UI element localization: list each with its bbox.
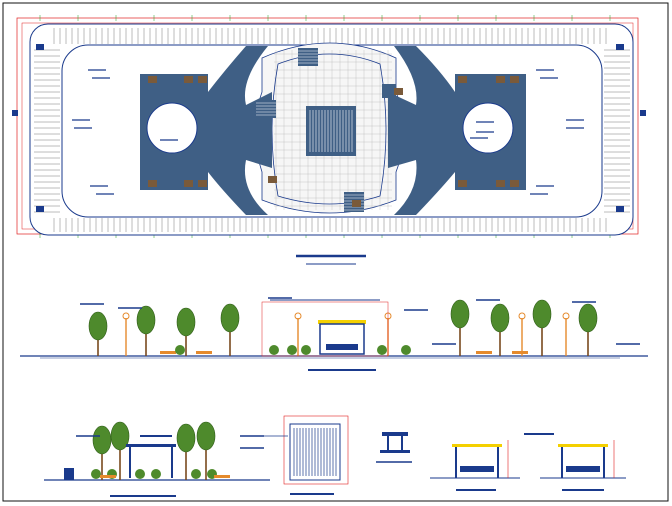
detail-kiosk-elevation-2 xyxy=(524,433,626,491)
tree-foliage xyxy=(176,307,196,337)
plan-annotations xyxy=(72,69,584,207)
planter xyxy=(496,180,505,187)
tree-foliage xyxy=(88,311,108,341)
south-arrow-marker xyxy=(640,110,646,116)
pavilion-base xyxy=(326,344,358,350)
planter xyxy=(394,88,403,95)
section-a-trees xyxy=(80,297,640,356)
section-b-kiosk xyxy=(126,435,176,478)
tree-foliage xyxy=(196,421,216,451)
detail-roof-slats xyxy=(293,428,337,476)
bench xyxy=(196,351,212,354)
tree-foliage xyxy=(490,303,510,333)
detail-kiosk-elevation-1 xyxy=(430,440,520,491)
lamp-head xyxy=(518,312,526,320)
shrub xyxy=(175,345,185,355)
tree-foliage xyxy=(532,299,552,329)
west-paved-zone xyxy=(140,46,268,215)
shrub xyxy=(301,345,311,355)
details xyxy=(242,415,626,495)
shrub xyxy=(151,469,161,479)
shrub xyxy=(269,345,279,355)
shrub xyxy=(377,345,387,355)
plaza-lens xyxy=(271,53,387,205)
kiosk-roof xyxy=(126,444,176,447)
pavilion-body xyxy=(319,323,365,355)
fountain-east xyxy=(462,102,514,154)
planter xyxy=(148,76,157,83)
planter xyxy=(458,76,467,83)
east-paved-zone xyxy=(394,46,526,215)
tree-foliage xyxy=(578,303,598,333)
column-cap xyxy=(382,432,408,436)
lamp-head xyxy=(122,312,130,320)
tree-foliage xyxy=(110,421,130,451)
corner-marker-ne xyxy=(616,44,624,50)
plaza-east-wedge xyxy=(388,92,416,168)
fountain-west xyxy=(146,102,198,154)
kiosk2-roof xyxy=(558,444,608,447)
detail-roof-dim xyxy=(283,415,349,485)
tree-foliage xyxy=(450,299,470,329)
tree-foliage xyxy=(136,305,156,335)
bench xyxy=(214,475,230,478)
detail-column xyxy=(376,432,412,463)
site-plan xyxy=(12,15,646,265)
planter xyxy=(510,76,519,83)
section-a xyxy=(20,297,648,371)
bench xyxy=(512,351,528,354)
planter xyxy=(198,76,207,83)
column-base xyxy=(380,450,410,453)
tree-foliage xyxy=(92,425,112,455)
pavilion-slats xyxy=(309,110,353,152)
shrub xyxy=(135,469,145,479)
stair-treads xyxy=(256,50,364,211)
corner-marker-se xyxy=(616,206,624,212)
stair-east xyxy=(382,84,396,98)
bench xyxy=(476,351,492,354)
lamp-head xyxy=(294,312,302,320)
tree-foliage xyxy=(220,303,240,333)
pavilion-frame-dim xyxy=(261,301,389,357)
bench xyxy=(100,475,116,478)
section-b-trees xyxy=(64,421,264,480)
planter xyxy=(510,180,519,187)
bench xyxy=(160,351,176,354)
planter xyxy=(458,180,467,187)
corner-marker-sw xyxy=(36,206,44,212)
tree-foliage xyxy=(176,423,196,453)
north-arrow-marker xyxy=(12,110,18,116)
person-silhouette xyxy=(64,468,74,480)
shrub xyxy=(287,345,297,355)
planter xyxy=(184,76,193,83)
section-a-pavilion xyxy=(261,299,389,357)
planter xyxy=(268,176,277,183)
detail-pavilion-roof-plan xyxy=(242,415,349,495)
pavilion-roof xyxy=(318,320,366,324)
lamp-head xyxy=(562,312,570,320)
planter xyxy=(148,180,157,187)
promenade-hatch xyxy=(34,28,630,232)
section-b xyxy=(44,421,270,497)
kiosk1-counter xyxy=(460,466,494,472)
kiosk1-roof xyxy=(452,444,502,447)
kiosk2-counter xyxy=(566,466,600,472)
shrub xyxy=(401,345,411,355)
planter xyxy=(496,76,505,83)
corner-marker-nw xyxy=(36,44,44,50)
planter xyxy=(198,180,207,187)
planter xyxy=(184,180,193,187)
planter xyxy=(352,200,361,207)
shrub xyxy=(191,469,201,479)
shrub xyxy=(91,469,101,479)
